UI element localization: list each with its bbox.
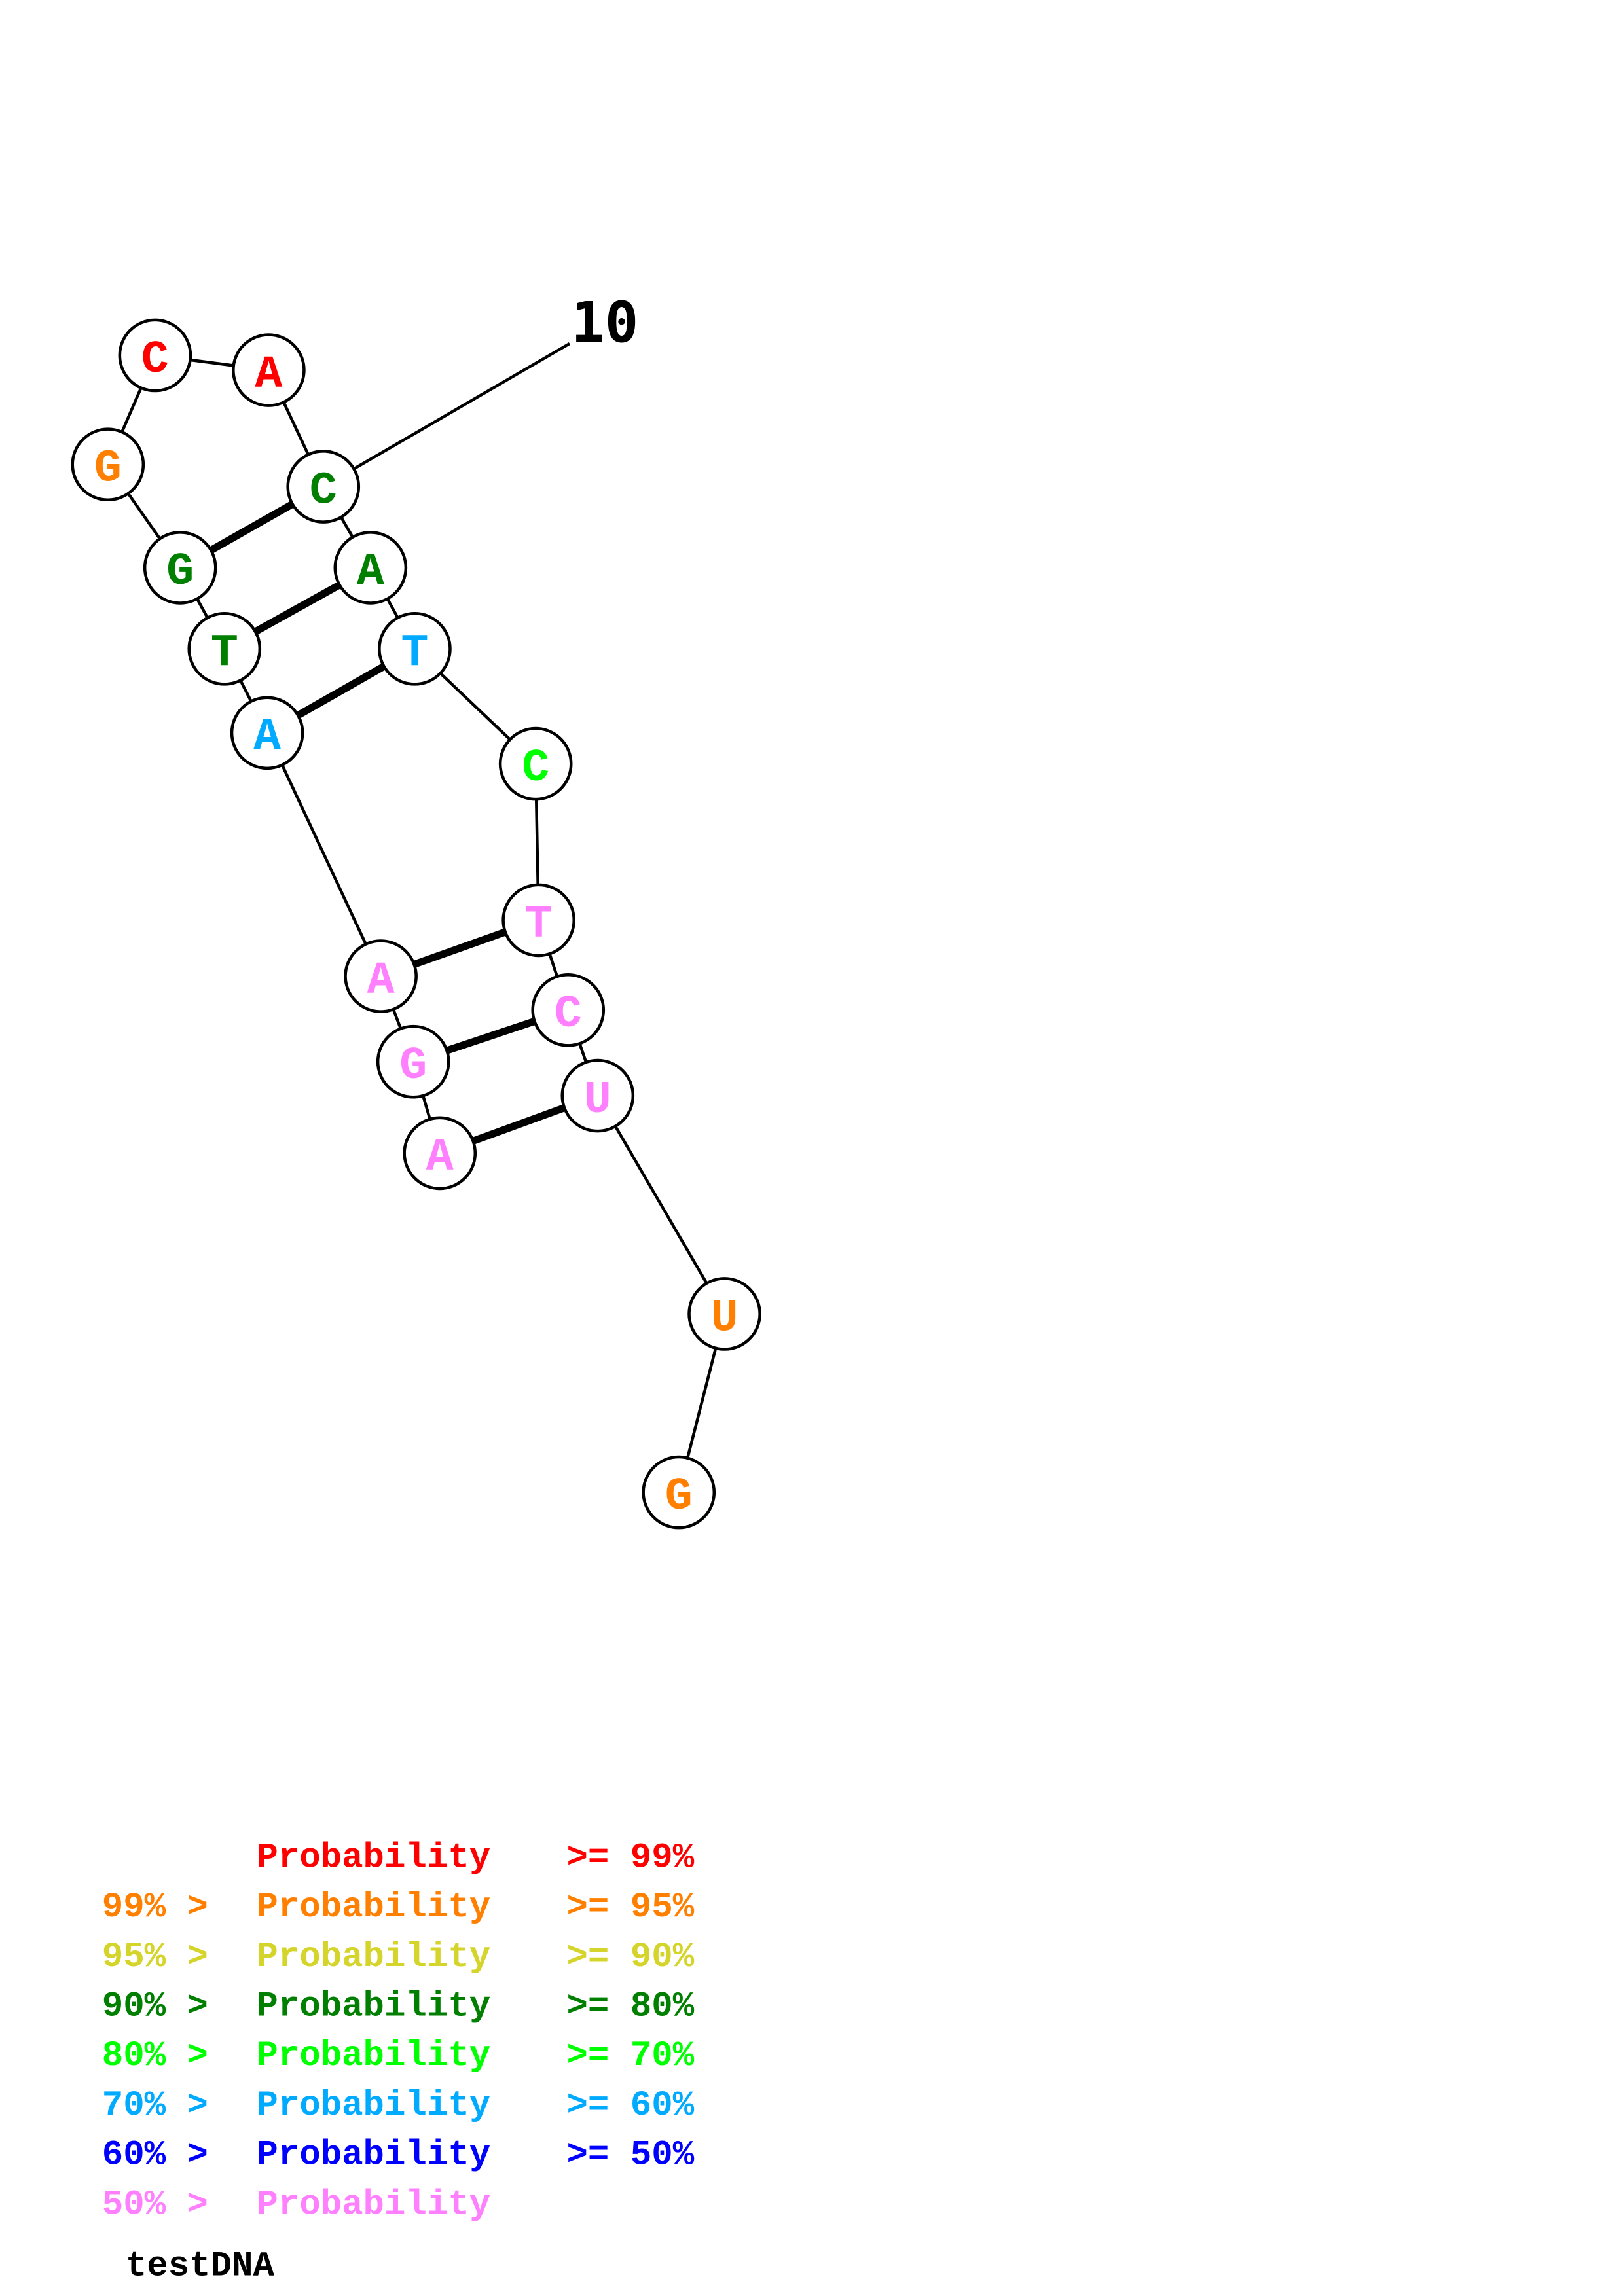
nucleotide-letter: G — [166, 546, 194, 598]
nucleotide-circle — [71, 427, 145, 502]
nucleotide-circle — [118, 318, 192, 393]
legend-prefix: 80% > — [102, 2036, 208, 2076]
nucleotide-letter: G — [399, 1040, 427, 1092]
legend-row: Probability >= 99% — [257, 1838, 694, 1878]
legend-row: 80% > Probability >= 70% — [102, 2036, 695, 2076]
legend-row: 99% > Probability >= 95% — [102, 1888, 695, 1928]
nucleotide-circle — [344, 939, 418, 1013]
nucleotide-12: T — [378, 612, 452, 686]
nucleotide-letter: U — [584, 1074, 611, 1126]
legend-label: Probability — [257, 1838, 490, 1878]
nucleotide-circle — [687, 1277, 761, 1351]
nucleotide-letter: A — [357, 546, 384, 598]
legend-row: 50% > Probability — [102, 2185, 490, 2225]
backbone-links — [106, 353, 726, 1493]
nucleotide-circle — [498, 726, 573, 801]
nucleotide-letter: C — [310, 465, 337, 516]
legend-row: 90% > Probability >= 80% — [102, 1986, 695, 2026]
nucleotide-letter: C — [522, 742, 549, 794]
nucleotide-14: T — [501, 883, 576, 958]
position-label: 10 — [571, 291, 638, 356]
nucleotide-letter: A — [253, 711, 281, 763]
legend-label: Probability — [257, 1986, 490, 2026]
nucleotide-letter: T — [401, 627, 428, 679]
nucleotide-letter: T — [525, 899, 553, 950]
legend-prefix: 70% > — [102, 2086, 208, 2126]
nucleotide-circle — [230, 696, 304, 770]
probability-legend: Probability>= 99%99% >Probability>= 95%9… — [102, 1838, 695, 2225]
legend-prefix: 60% > — [102, 2136, 208, 2176]
legend-label: Probability — [257, 1937, 490, 1977]
nucleotide-circle — [378, 612, 452, 686]
backbone-link — [596, 1094, 726, 1315]
nucleotide-circle — [376, 1024, 450, 1099]
nucleotide-letter: C — [555, 988, 582, 1040]
nucleotide-circle — [286, 450, 361, 524]
legend-suffix: >= 99% — [566, 1838, 694, 1878]
nucleotide-6: G — [143, 531, 217, 605]
nucleotide-9: A — [232, 333, 306, 407]
position-label-line — [322, 342, 571, 488]
nucleotide-18: G — [642, 1455, 716, 1530]
nucleotide-3: A — [344, 939, 418, 1013]
sequence-title: testDNA — [126, 2246, 275, 2286]
nucleotide-circle — [531, 973, 606, 1047]
nucleotide-circle — [187, 612, 262, 686]
legend-row: 70% > Probability >= 60% — [102, 2086, 695, 2126]
legend-prefix: 99% > — [102, 1888, 208, 1928]
legend-suffix: >= 95% — [566, 1888, 694, 1928]
nucleotide-circle — [642, 1455, 716, 1530]
nucleotide-letter: U — [711, 1292, 739, 1344]
nucleotide-letter: A — [255, 348, 282, 400]
nucleotide-5: T — [187, 612, 262, 686]
legend-label: Probability — [257, 2086, 490, 2126]
nucleotide-circle — [560, 1058, 635, 1133]
nucleotide-7: G — [71, 427, 145, 502]
legend-suffix: >= 70% — [566, 2036, 694, 2076]
nucleotide-letter: G — [665, 1471, 693, 1522]
nucleotide-13: C — [498, 726, 573, 801]
legend-prefix: 95% > — [102, 1937, 208, 1977]
legend-label: Probability — [257, 2036, 490, 2076]
nucleotide-2: G — [376, 1024, 450, 1099]
nucleotide-15: C — [531, 973, 606, 1047]
legend-prefix: 50% > — [102, 2185, 208, 2225]
nucleotide-4: A — [230, 696, 304, 770]
nucleotide-letter: A — [426, 1132, 454, 1183]
nucleotide-circle — [143, 531, 217, 605]
legend-label: Probability — [257, 1888, 490, 1928]
nucleotide-circle — [333, 531, 408, 605]
nucleotide-circle — [501, 883, 576, 958]
legend-label: Probability — [257, 2185, 490, 2225]
legend-suffix: >= 90% — [566, 1937, 694, 1977]
nucleotide-circle — [232, 333, 306, 407]
nucleotide-letter: G — [94, 442, 122, 494]
nucleotide-16: U — [560, 1058, 635, 1133]
nucleotide-circle — [403, 1116, 477, 1191]
legend-row: 95% > Probability >= 90% — [102, 1937, 695, 1977]
legend-label: Probability — [257, 2136, 490, 2176]
legend-prefix: 90% > — [102, 1986, 208, 2026]
legend-suffix: >= 60% — [566, 2086, 694, 2126]
nucleotide-letter: C — [141, 334, 169, 386]
nucleotide-10: C — [286, 450, 361, 524]
legend-row: 60% > Probability >= 50% — [102, 2136, 695, 2176]
nucleotide-letter: A — [367, 954, 395, 1006]
nucleotide-letter: T — [211, 627, 238, 679]
nucleotide-1: A — [403, 1116, 477, 1191]
nucleotide-11: A — [333, 531, 408, 605]
legend-suffix: >= 80% — [566, 1986, 694, 2026]
nucleotide-17: U — [687, 1277, 761, 1351]
legend-suffix: >= 50% — [566, 2136, 694, 2176]
backbone-link — [266, 732, 382, 977]
nucleotide-8: C — [118, 318, 192, 393]
